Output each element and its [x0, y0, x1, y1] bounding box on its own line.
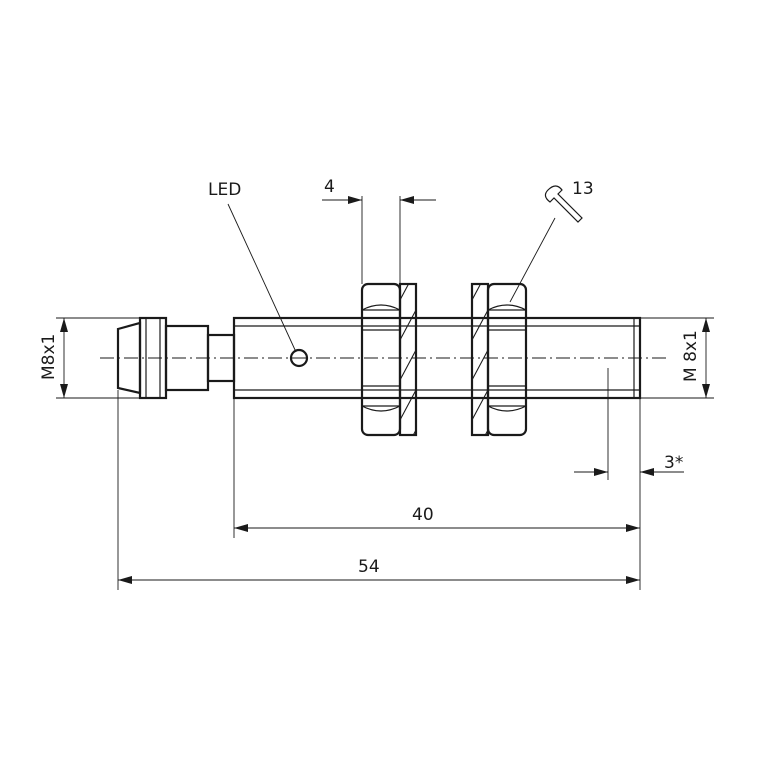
housing-length-dimension: 40	[233, 398, 641, 590]
total-length-label: 54	[358, 557, 380, 577]
sensing-offset-label: 3*	[664, 453, 683, 473]
washer-right	[470, 282, 490, 437]
nut-right	[486, 282, 528, 437]
total-length-dimension: 54	[117, 390, 640, 590]
led-label: LED	[208, 180, 241, 200]
led-callout: LED	[208, 180, 297, 353]
thread-right-dimension: M 8x1	[640, 317, 714, 399]
wrench-size-callout: 13	[509, 179, 594, 303]
connector	[116, 316, 236, 400]
wrench-size-label: 13	[572, 179, 594, 199]
wrench-icon	[544, 185, 583, 223]
sensing-offset-dimension: 3*	[574, 368, 684, 480]
housing	[232, 316, 642, 400]
washer-left	[398, 282, 418, 437]
thread-right-label: M 8x1	[681, 330, 701, 382]
nut-left	[360, 282, 402, 437]
housing-length-label: 40	[412, 505, 434, 525]
washer-thickness-dimension: 4	[322, 177, 436, 284]
washer-thickness-label: 4	[324, 177, 335, 197]
thread-left-dimension: M8x1	[39, 317, 140, 399]
led-indicator	[289, 348, 309, 368]
thread-left-label: M8x1	[39, 334, 59, 380]
